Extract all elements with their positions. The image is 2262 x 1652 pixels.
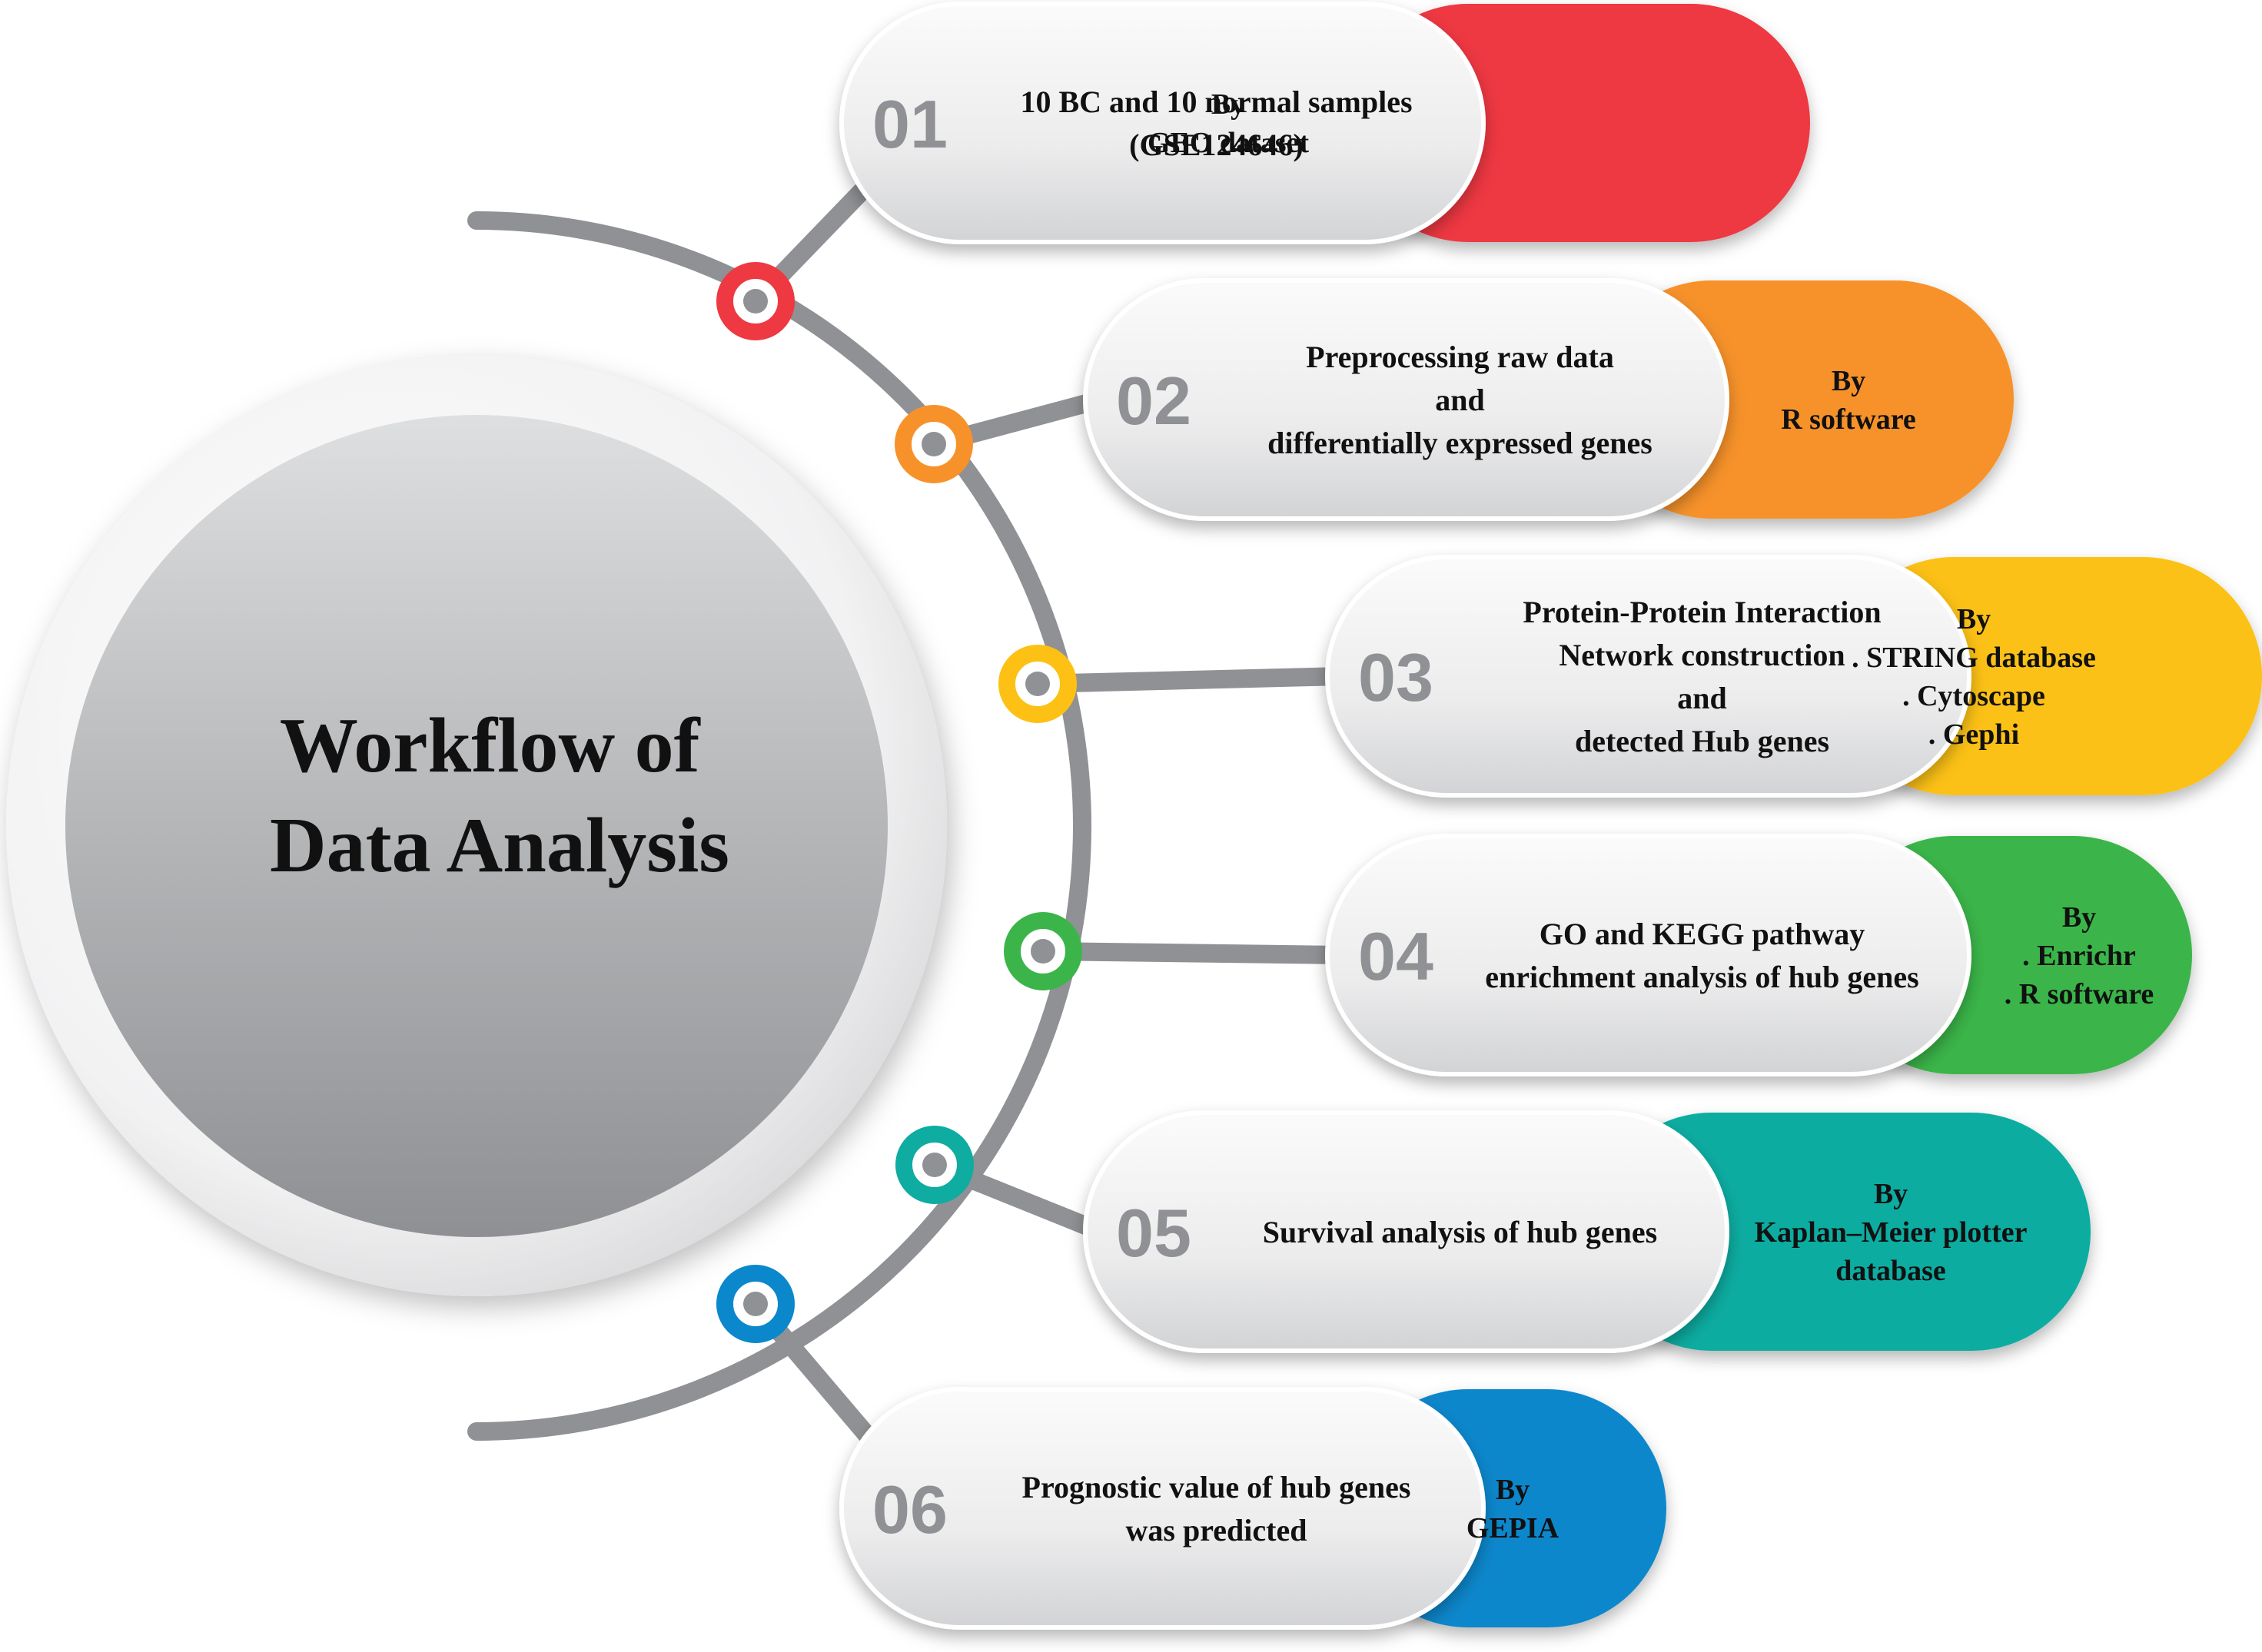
description-pill bbox=[1083, 278, 1729, 521]
step-tool-line: By bbox=[2062, 901, 2096, 934]
description-pill bbox=[1325, 834, 1971, 1076]
description-pill bbox=[1083, 1110, 1729, 1353]
step-description-line: and bbox=[1435, 383, 1485, 417]
connector-lines bbox=[716, 183, 1352, 1446]
step-description-line: was predicted bbox=[1126, 1513, 1307, 1548]
step-tool-line: R software bbox=[1781, 403, 1916, 436]
step-node-center bbox=[743, 1292, 768, 1316]
tool-pill bbox=[1593, 1113, 2091, 1351]
step-node-center bbox=[743, 289, 768, 313]
step-node-center bbox=[922, 432, 946, 456]
step-tool-line: By bbox=[1957, 603, 1991, 635]
step-number: 03 bbox=[1358, 639, 1433, 715]
step-02: 02 Preprocessing raw data and differentiall… bbox=[1083, 278, 2014, 521]
step-tool-line: . R software bbox=[2005, 978, 2154, 1010]
step-number: 05 bbox=[1116, 1195, 1191, 1271]
step-number: 02 bbox=[1116, 363, 1191, 439]
step-description-line: Survival analysis of hub genes bbox=[1263, 1215, 1657, 1249]
step-description-line: Protein-Protein Interaction bbox=[1523, 595, 1881, 629]
step-tool-line: GEO dataset bbox=[1148, 127, 1309, 159]
step-tool-line: . STRING database bbox=[1852, 642, 2096, 674]
step-tool-line: . Gephi bbox=[1928, 718, 2019, 751]
title-disc bbox=[65, 415, 888, 1237]
step-tool-line: By bbox=[1874, 1178, 1908, 1210]
diagram-title-line-2: Data Analysis bbox=[270, 802, 729, 889]
step-description-line: and bbox=[1677, 681, 1727, 715]
step-01: 01 10 BC and 10 normal samples (GSE124646)… bbox=[839, 2, 1810, 244]
step-description-line: differentially expressed genes bbox=[1267, 426, 1652, 460]
step-description-line: Prognostic value of hub genes bbox=[1022, 1470, 1411, 1504]
step-description-line: Preprocessing raw data bbox=[1306, 340, 1614, 374]
description-pill bbox=[1325, 555, 1971, 798]
step-description-line: GO and KEGG pathway bbox=[1540, 917, 1865, 951]
step-connector bbox=[1034, 942, 1352, 964]
step-number: 01 bbox=[872, 86, 948, 162]
step-tool-line: . Enrichr bbox=[2022, 940, 2136, 972]
step-description-line: enrichment analysis of hub genes bbox=[1485, 960, 1919, 994]
workflow-steps: 01 10 BC and 10 normal samples (GSE124646)… bbox=[839, 2, 2262, 1630]
diagram-title: Workflow of Data Analysis bbox=[270, 702, 729, 889]
step-number: 04 bbox=[1358, 918, 1433, 994]
step-tool-line: . Cytoscape bbox=[1902, 680, 2045, 712]
step-connector bbox=[1028, 667, 1352, 693]
step-tool-line: database bbox=[1835, 1255, 1946, 1287]
step-05: 05 Survival analysis of hub genes ByKaplan… bbox=[1083, 1110, 2091, 1353]
step-description-line: Network construction bbox=[1559, 638, 1845, 672]
step-node-center bbox=[1025, 672, 1050, 696]
step-description-line: 10 BC and 10 normal samples bbox=[1020, 85, 1412, 119]
step-tool-line: Kaplan–Meier plotter bbox=[1755, 1216, 2028, 1249]
step-description-line: (GSE124646) bbox=[1129, 128, 1304, 162]
description-pill bbox=[839, 1387, 1486, 1630]
step-node-center bbox=[922, 1153, 947, 1177]
description-pill bbox=[839, 2, 1486, 244]
step-tool-line: By bbox=[1211, 88, 1245, 121]
diagram-title-line-1: Workflow of bbox=[280, 702, 701, 789]
step-06: 06 Prognostic value of hub genes was predi… bbox=[839, 1387, 1666, 1630]
step-04: 04 GO and KEGG pathway enrichment analysis… bbox=[1325, 834, 2192, 1076]
step-number: 06 bbox=[872, 1471, 948, 1548]
step-tool-line: By bbox=[1496, 1474, 1530, 1506]
step-description-line: detected Hub genes bbox=[1575, 724, 1829, 758]
step-tool-line: By bbox=[1832, 365, 1865, 397]
step-tool-line: GEPIA bbox=[1466, 1512, 1559, 1544]
step-node-center bbox=[1031, 939, 1055, 964]
